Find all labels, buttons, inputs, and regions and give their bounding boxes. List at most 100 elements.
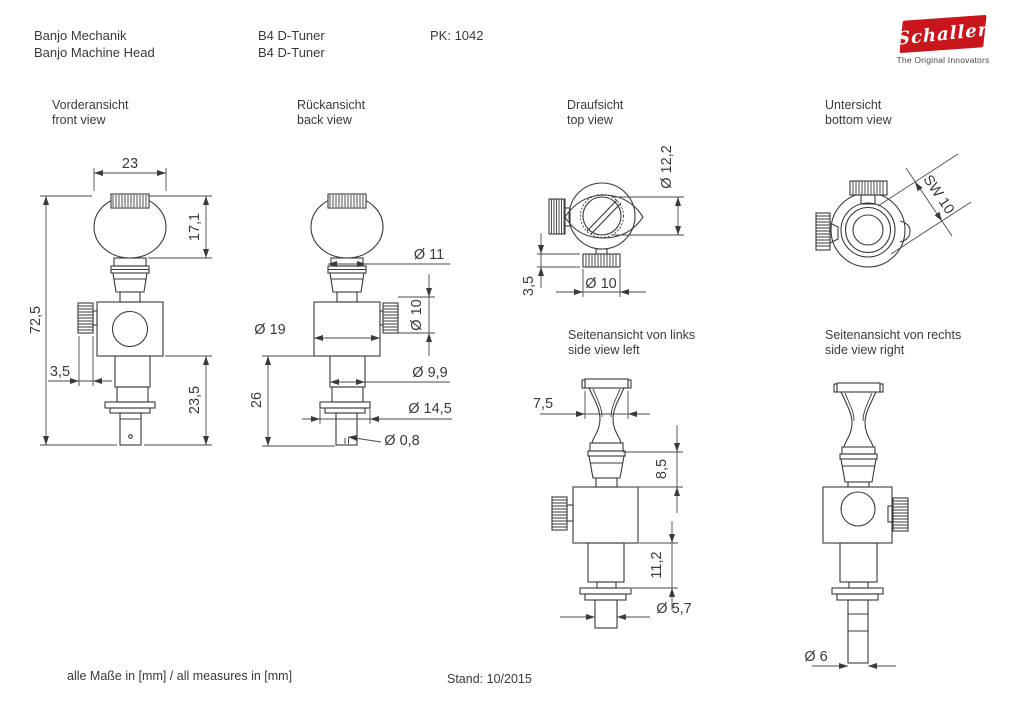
schaller-logo: Schaller The Original Innovators xyxy=(893,14,993,65)
flange-step xyxy=(836,593,879,601)
top-dimensions: Ø 12,2 3,5 Ø 10 xyxy=(521,145,684,297)
model-de: B4 D-Tuner xyxy=(258,28,325,43)
bottom-dimensions: SW 10 xyxy=(877,153,972,255)
product-title-de: Banjo Mechanik xyxy=(34,28,127,43)
neck xyxy=(336,291,358,303)
knob-cap-tab xyxy=(879,383,884,393)
collar-taper xyxy=(840,458,877,483)
hole-mark xyxy=(344,438,349,444)
neck xyxy=(595,477,618,488)
label-de: Rückansicht xyxy=(297,98,366,112)
shaft-upper xyxy=(114,355,151,388)
side-lug xyxy=(899,220,911,243)
model-en: B4 D-Tuner xyxy=(258,45,325,60)
shaft-neck xyxy=(848,581,869,589)
knob-profile xyxy=(588,387,625,444)
dim-body-dia: Ø 19 xyxy=(254,322,285,338)
label-de: Untersicht xyxy=(825,98,882,112)
side-right-view-label: Seitenansicht von rechts side view right xyxy=(825,328,961,358)
side-right-dimensions: Ø 6 xyxy=(804,649,896,669)
post-grooves xyxy=(848,613,868,632)
dim-flange-dia: Ø 14,5 xyxy=(408,401,452,417)
thumbscrew-ridges xyxy=(893,500,908,529)
body xyxy=(96,301,164,357)
product-title: Banjo Mechanik Banjo Machine Head xyxy=(34,27,155,61)
knob-inner-line xyxy=(844,392,873,422)
knurl-ticks xyxy=(329,195,364,207)
shaft-lower xyxy=(331,386,364,403)
neck xyxy=(847,481,870,488)
knurl-ticks xyxy=(112,195,147,207)
knurl-ticks xyxy=(585,254,617,267)
knurl-ticks xyxy=(852,181,884,195)
collar-ring xyxy=(839,453,878,460)
bushing-circle xyxy=(844,206,892,254)
collar-ring xyxy=(841,446,876,455)
dim-screw-offset: 3,5 xyxy=(50,364,70,380)
dim-overall-height: 72,5 xyxy=(28,306,44,334)
label-en: side view left xyxy=(568,343,640,357)
knob-cap-tab xyxy=(833,383,838,393)
side-right-view-drawing: Ø 6 xyxy=(804,382,909,669)
shaft-neck xyxy=(596,581,617,589)
units-note: alle Maße in [mm] / all measures in [mm] xyxy=(67,669,293,683)
body-drum xyxy=(840,491,876,527)
flange xyxy=(104,401,156,409)
body-bore xyxy=(111,310,149,348)
knob-cap-tab xyxy=(581,379,586,389)
side-left-dimensions: 7,5 8,5 11,2 Ø 5,7 xyxy=(533,391,692,620)
string-hole xyxy=(128,434,133,439)
collar-ring xyxy=(589,442,624,452)
button-knurl-ring xyxy=(580,194,624,238)
label-de: Seitenansicht von rechts xyxy=(825,328,962,342)
collar-taper xyxy=(329,272,365,293)
shaft-lower xyxy=(116,386,149,403)
back-view-label: Rückansicht back view xyxy=(297,98,365,128)
side-left-view-drawing: 7,5 8,5 11,2 Ø 5,7 xyxy=(533,378,692,629)
label-en: back view xyxy=(297,113,352,127)
thumbscrew xyxy=(892,497,909,532)
thumbscrew-stem xyxy=(92,310,98,326)
dim-lower-length: 26 xyxy=(249,392,265,408)
thumbscrew-ridges xyxy=(816,215,830,247)
label-en: side view right xyxy=(825,343,905,357)
thumbscrew-ridges xyxy=(552,499,567,528)
shaft xyxy=(839,542,878,583)
dim-post-dia: Ø 6 xyxy=(804,649,827,665)
dim-shaft-length: 11,2 xyxy=(649,551,665,578)
thumbscrew-ridges xyxy=(78,305,93,331)
thumbscrew-stem xyxy=(595,248,608,255)
knob-profile xyxy=(840,391,877,448)
string-post xyxy=(335,412,358,446)
knob-knurl-band xyxy=(327,193,367,209)
flange xyxy=(579,587,632,595)
label-en: top view xyxy=(567,113,613,127)
dim-knurl-dia: Ø 10 xyxy=(585,276,616,292)
flange-step xyxy=(109,407,151,414)
top-view-label: Draufsicht top view xyxy=(567,98,623,128)
dim-collar-dia: Ø 11 xyxy=(414,247,444,263)
string-post xyxy=(119,412,142,446)
dim-collar-height: 8,5 xyxy=(654,459,670,479)
dim-shaft-dia: Ø 9,9 xyxy=(412,365,447,381)
thumbscrew xyxy=(551,496,568,531)
knob-cap xyxy=(836,382,881,393)
button-circle xyxy=(582,196,622,236)
label-en: front view xyxy=(52,113,106,127)
flange-step xyxy=(584,593,627,601)
back-view-drawing: Ø 11 Ø 10 Ø 19 26 Ø 9,9 Ø 14,5 Ø 0,8 xyxy=(249,193,452,449)
front-dimensions: 23 17,1 72,5 3,5 23,5 xyxy=(28,156,212,446)
flange xyxy=(831,587,884,595)
screw-slot xyxy=(586,199,622,235)
dim-knurl-offset: 3,5 xyxy=(521,276,537,296)
body xyxy=(572,486,639,544)
neck xyxy=(119,291,141,303)
body xyxy=(822,486,893,544)
dim-hole-dia: Ø 0,8 xyxy=(384,433,419,449)
back-dimensions: Ø 11 Ø 10 Ø 19 26 Ø 9,9 Ø 14,5 Ø 0,8 xyxy=(249,247,452,449)
dim-knob-height: 17,1 xyxy=(187,213,203,241)
thumbscrew-ridges xyxy=(551,199,565,234)
collar-taper xyxy=(588,455,625,479)
label-de: Draufsicht xyxy=(567,98,624,112)
part-code: PK: 1042 xyxy=(430,28,484,43)
